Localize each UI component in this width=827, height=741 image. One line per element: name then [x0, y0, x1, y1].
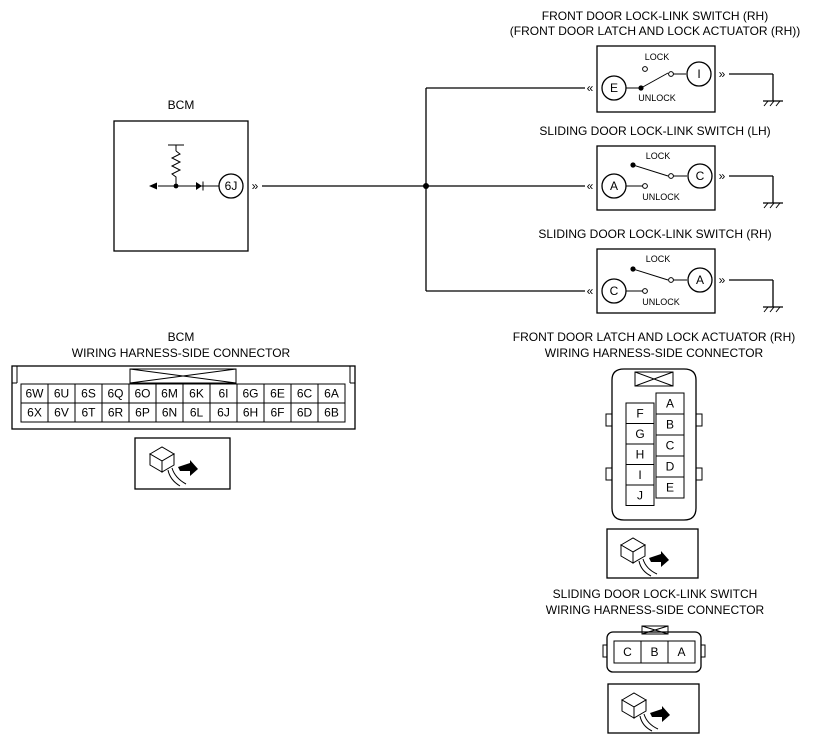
switch-1-pin-in: E: [610, 81, 618, 95]
bcm-pin-6i: 6I: [218, 387, 228, 401]
switch-2-lock-label: LOCK: [646, 151, 671, 161]
bcm-pin-6a: 6A: [324, 387, 339, 401]
bcm-box: [113, 120, 249, 252]
bcm-pin-6s: 6S: [81, 387, 96, 401]
svg-text:«: «: [587, 81, 594, 95]
switch-2-pin-out: C: [696, 169, 705, 183]
bcm-pin-6x: 6X: [27, 406, 42, 420]
bcm-pin-6v: 6V: [54, 406, 69, 420]
switch-1-title: FRONT DOOR LOCK-LINK SWITCH (RH): [542, 9, 768, 23]
bcm-pin-6b: 6B: [324, 406, 339, 420]
switch-3: « C A LOCK UNLOCK »: [587, 248, 783, 314]
switch-3-pin-out: A: [696, 273, 704, 287]
bcm-pin-6h: 6H: [243, 406, 258, 420]
switch-1-pin-out: I: [697, 67, 700, 81]
switch-2-unlock-label: UNLOCK: [642, 192, 680, 202]
actuator-pin-d: D: [666, 460, 675, 474]
actuator-pin-e: E: [666, 481, 674, 495]
switch-3-title: SLIDING DOOR LOCK-LINK SWITCH (RH): [538, 227, 771, 241]
bcm-connector-title: BCM: [168, 330, 195, 344]
sliding-connector-view-icon: [607, 683, 700, 734]
actuator-connector-title: FRONT DOOR LATCH AND LOCK ACTUATOR (RH): [513, 330, 795, 344]
bcm-internal-circuit: [149, 144, 219, 191]
bcm-title: BCM: [168, 98, 195, 112]
switch-3-lock-label: LOCK: [646, 254, 671, 264]
bcm-pin-6e: 6E: [270, 387, 285, 401]
connector-chevron: »: [252, 179, 259, 193]
switch-1: « E I LOCK UNLOCK »: [587, 45, 783, 113]
bcm-pin-6j: 6J: [217, 406, 230, 420]
switch-2: « A C LOCK UNLOCK »: [587, 145, 783, 211]
actuator-connector-view-icon: [606, 528, 699, 579]
svg-text:»: »: [719, 169, 726, 183]
switch-1-lock-label: LOCK: [645, 52, 670, 62]
switch-1-unlock-label: UNLOCK: [638, 93, 676, 103]
bcm-pin-6m: 6M: [161, 387, 178, 401]
bcm-pin-6g: 6G: [242, 387, 258, 401]
svg-text:«: «: [587, 284, 594, 298]
bcm-pin-6j: [218, 173, 244, 199]
bcm-pin-6c: 6C: [297, 387, 313, 401]
svg-text:«: «: [587, 179, 594, 193]
bcm-pin-6r: 6R: [108, 406, 124, 420]
bcm-connector: 6W 6U 6S 6Q 6O 6M 6K 6I 6G 6E 6C 6A 6X 6V 6T 6R 6P 6N 6L 6J…: [11, 365, 356, 430]
sliding-pin-a: A: [677, 645, 685, 659]
bcm-pin-label: 6J: [225, 179, 238, 193]
bcm-pin-6p: 6P: [135, 406, 150, 420]
svg-text:»: »: [719, 273, 726, 287]
bcm-pin-6u: 6U: [54, 387, 69, 401]
bcm-connector-view-icon: [134, 437, 231, 490]
actuator-pin-a: A: [666, 397, 674, 411]
actuator-pin-j: J: [637, 488, 643, 502]
bcm-pin-6k: 6K: [189, 387, 204, 401]
actuator-pin-h: H: [636, 447, 645, 461]
switch-3-pin-in: C: [610, 284, 619, 298]
bcm-pin-6l: 6L: [190, 406, 204, 420]
main-wire: [262, 87, 585, 292]
bcm-pin-6n: 6N: [162, 406, 177, 420]
actuator-connector-subtitle: WIRING HARNESS-SIDE CONNECTOR: [545, 346, 764, 360]
sliding-pin-a-cell: [667, 640, 696, 664]
actuator-pin-b: B: [666, 418, 674, 432]
bcm-connector-grid: 6W 6U 6S 6Q 6O 6M 6K 6I 6G 6E 6C 6A 6X 6V 6T 6R 6P 6N 6L 6J…: [20, 383, 346, 423]
actuator-pin-j-cell: [625, 484, 655, 506]
bcm-pin-6d: 6D: [297, 406, 313, 420]
actuator-pin-i: I: [638, 468, 641, 482]
bcm-pin-6w: 6W: [26, 387, 45, 401]
actuator-pin-f: F: [636, 406, 643, 420]
svg-text:»: »: [719, 67, 726, 81]
actuator-pin-g: G: [635, 427, 644, 441]
switch-2-pin-in: A: [610, 179, 618, 193]
sliding-connector-title: SLIDING DOOR LOCK-LINK SWITCH: [553, 587, 758, 601]
switch-3-unlock-label: UNLOCK: [642, 297, 680, 307]
switch-1-subtitle: (FRONT DOOR LATCH AND LOCK ACTUATOR (RH)…: [510, 24, 800, 38]
sliding-pin-b: B: [650, 645, 658, 659]
bcm-pin-6f: 6F: [270, 406, 284, 420]
actuator-pin-e-cell: [655, 476, 685, 499]
bcm-pin-6q: 6Q: [107, 387, 123, 401]
bcm-pin-6b-cell: [317, 402, 346, 423]
bcm-pin-6t: 6T: [81, 406, 96, 420]
bcm-connector-subtitle: WIRING HARNESS-SIDE CONNECTOR: [72, 346, 291, 360]
sliding-connector-subtitle: WIRING HARNESS-SIDE CONNECTOR: [546, 603, 765, 617]
actuator-pin-c: C: [666, 439, 675, 453]
switch-2-title: SLIDING DOOR LOCK-LINK SWITCH (LH): [539, 124, 770, 138]
sliding-pin-c: C: [623, 645, 632, 659]
bcm-pin-6o: 6O: [134, 387, 150, 401]
